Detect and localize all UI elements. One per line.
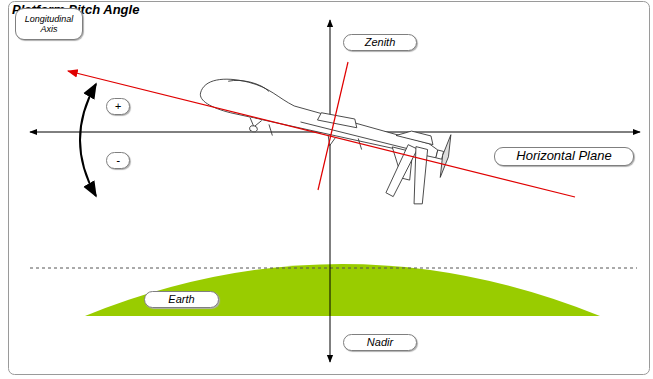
pitch-arc-arrow (80, 84, 96, 196)
label-pill: Horizontal Plane (494, 147, 634, 166)
pill-text: Nadir (367, 336, 393, 349)
uav-drawing (187, 71, 454, 209)
frame (9, 2, 650, 375)
pill-text: Horizontal Plane (516, 149, 611, 164)
longitudinal-axis-line (68, 71, 575, 197)
earth-surface (85, 264, 600, 316)
label-pill: - (106, 152, 130, 169)
label-pill: Zenith (343, 34, 417, 51)
label-pill: + (106, 98, 130, 115)
pill-text: + (115, 100, 121, 113)
pill-text: Zenith (365, 36, 396, 49)
label-pill: Earth (144, 291, 219, 308)
dashed-reference (30, 268, 637, 269)
label-pill: Longitudinal Axis (15, 8, 83, 40)
vertical-axis (330, 20, 331, 362)
pill-text: - (116, 154, 120, 167)
normal-axis-line (318, 62, 348, 190)
pill-text: Longitudinal Axis (21, 14, 77, 35)
label-pill: Nadir (343, 334, 417, 351)
pill-text: Earth (168, 293, 194, 306)
